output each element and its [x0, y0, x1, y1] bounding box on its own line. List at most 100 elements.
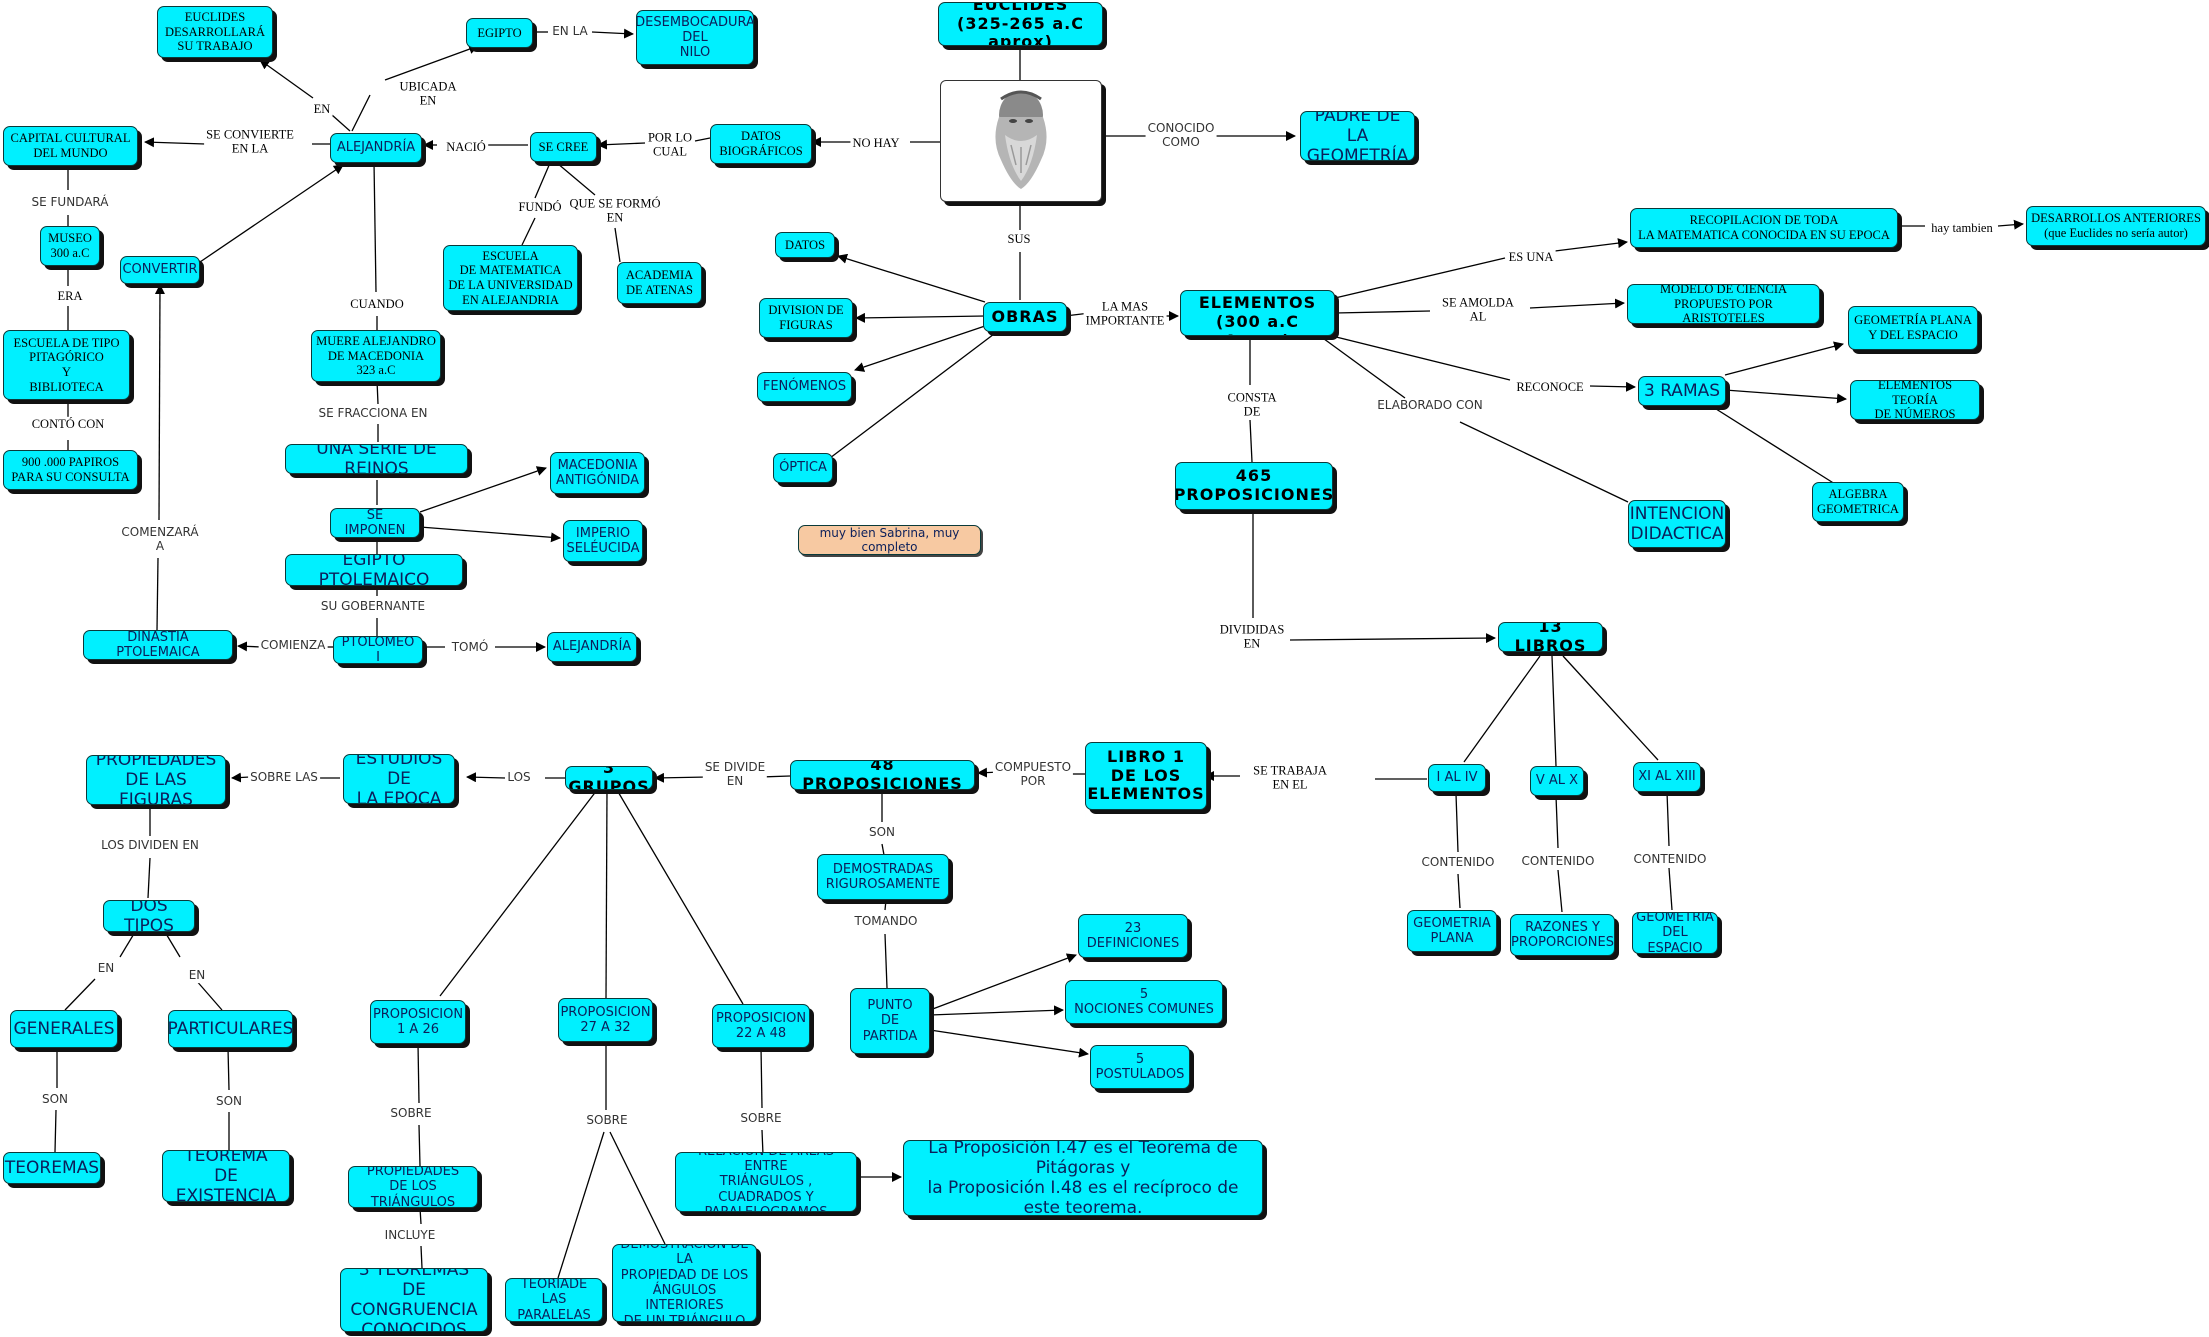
node-propiedades-fig[interactable]: PROPIEDADES DE LAS FIGURAS — [86, 755, 226, 805]
node-fenomenos[interactable]: FENÓMENOS — [757, 372, 852, 402]
link-label: SE DIVIDE EN — [702, 760, 768, 789]
node-prop48[interactable]: 48 PROPOSICIONES — [790, 760, 975, 790]
node-museo[interactable]: MUSEO 300 a.C — [40, 226, 100, 266]
node-optica[interactable]: ÓPTICA — [773, 453, 833, 483]
node-datos[interactable]: DATOS — [775, 232, 835, 258]
node-libro1[interactable]: LIBRO 1 DE LOS ELEMENTOS — [1085, 742, 1207, 810]
node-generales[interactable]: GENERALES — [10, 1010, 118, 1048]
node-macedonia[interactable]: MACEDONIA ANTIGÓNIDA — [550, 452, 645, 494]
node-v-x[interactable]: V AL X — [1530, 766, 1584, 796]
link-label: CONTENIDO — [1631, 852, 1709, 867]
link-label: SE FUNDARÁ — [29, 195, 111, 210]
node-algebra[interactable]: ALGEBRA GEOMETRICA — [1812, 482, 1904, 522]
node-tres-ramas[interactable]: 3 RAMAS — [1638, 376, 1726, 406]
node-academia[interactable]: ACADEMIA DE ATENAS — [617, 262, 702, 304]
link-label: CONTÓ CON — [29, 416, 107, 432]
link-label: TOMANDO — [852, 914, 920, 929]
node-pitagoras[interactable]: La Proposición I.47 es el Teorema de Pit… — [903, 1140, 1263, 1216]
link-label: CUANDO — [348, 296, 406, 312]
node-convertir[interactable]: CONVERTIR — [120, 256, 200, 284]
node-postulados[interactable]: 5 POSTULADOS — [1090, 1045, 1190, 1089]
node-xi-xiii[interactable]: XI AL XIII — [1633, 762, 1701, 792]
node-recopilacion[interactable]: RECOPILACION DE TODA LA MATEMATICA CONOC… — [1630, 208, 1898, 248]
node-dinastia[interactable]: DINASTÍA PTOLEMAICA — [83, 630, 233, 660]
link-label: hay tambien — [1929, 220, 1995, 236]
node-trece-libros[interactable]: 13 LIBROS — [1498, 622, 1603, 652]
node-demostradas[interactable]: DEMOSTRADAS RIGUROSAMENTE — [817, 854, 949, 900]
euclides-portrait — [940, 80, 1102, 202]
link-label: SON — [866, 825, 898, 840]
node-datos-bio[interactable]: DATOS BIOGRÁFICOS — [710, 124, 812, 164]
link-label: EN — [95, 961, 117, 976]
node-teorema-exist[interactable]: TEOREMA DE EXISTENCIA — [162, 1150, 290, 1202]
node-seleucida[interactable]: IMPERIO SELÉUCIDA — [563, 520, 643, 562]
link-label: CONOCIDO COMO — [1145, 121, 1217, 150]
link-label: EN — [311, 101, 333, 117]
link-label: INCLUYE — [382, 1228, 438, 1243]
node-nociones[interactable]: 5 NOCIONES COMUNES — [1065, 980, 1223, 1024]
node-dos-tipos[interactable]: DOS TIPOS — [103, 900, 195, 932]
link-label: SE AMOLDA AL — [1440, 295, 1516, 325]
node-tres-teoremas[interactable]: 3 TEOREMAS DE CONGRUENCIA CONOCIDOS — [340, 1268, 488, 1332]
node-capital[interactable]: CAPITAL CULTURAL DEL MUNDO — [3, 126, 138, 166]
node-muere[interactable]: MUERE ALEJANDRO DE MACEDONIA 323 a.C — [311, 330, 441, 382]
link-label: DIVIDIDAS EN — [1217, 622, 1287, 652]
node-punto-partida[interactable]: PUNTO DE PARTIDA — [850, 988, 930, 1054]
node-elementos-teoria[interactable]: ELEMENTOS TEORÍA DE NÚMEROS — [1850, 380, 1980, 420]
node-prop1-26[interactable]: PROPOSICION 1 A 26 — [370, 1000, 466, 1044]
link-label: LOS — [505, 770, 533, 785]
node-tres-grupos[interactable]: 3 GRUPOS — [565, 766, 653, 790]
link-label: FUNDÓ — [516, 199, 564, 215]
link-label: CONSTA DE — [1225, 390, 1279, 420]
node-geo-espacio[interactable]: GEOMETRIA DEL ESPACIO — [1632, 912, 1718, 954]
node-se-cree[interactable]: SE CREE — [530, 132, 597, 162]
node-geo-plana[interactable]: GEOMETRIA PLANA — [1407, 910, 1497, 952]
link-label: SON — [213, 1094, 245, 1109]
node-teoremas[interactable]: TEOREMAS — [3, 1152, 101, 1184]
node-intencion[interactable]: INTENCION DIDACTICA — [1628, 500, 1726, 548]
node-definiciones[interactable]: 23 DEFINICIONES — [1078, 914, 1188, 958]
node-division[interactable]: DIVISION DE FIGURAS — [759, 298, 853, 338]
link-label: NO HAY — [850, 135, 902, 151]
link-label: CONTENIDO — [1519, 854, 1597, 869]
node-padre[interactable]: PADRE DE LA GEOMETRÍA — [1300, 111, 1415, 161]
node-alejandria[interactable]: ALEJANDRÍA — [330, 133, 422, 163]
node-egipto[interactable]: EGIPTO — [466, 18, 533, 48]
node-estudios[interactable]: ESTUDIOS DE LA EPOCA — [343, 754, 455, 804]
node-se-imponen[interactable]: SE IMPONEN — [330, 508, 420, 538]
node-particulares[interactable]: PARTICULARES — [168, 1010, 293, 1048]
node-ptolomeo[interactable]: PTOLOMEO I — [333, 636, 423, 664]
node-nilo[interactable]: DESEMBOCADURA DEL NILO — [636, 10, 754, 65]
link-label: COMPUESTO POR — [992, 760, 1074, 789]
link-label: CONTENIDO — [1419, 855, 1497, 870]
node-escuela-pit[interactable]: ESCUELA DE TIPO PITAGÓRICO Y BIBLIOTECA — [3, 330, 130, 400]
node-reinos[interactable]: UNA SERIE DE REINOS — [285, 444, 468, 474]
node-prop27-32[interactable]: PROPOSICION 27 A 32 — [558, 998, 653, 1042]
node-desarrollos[interactable]: DESARROLLOS ANTERIORES (que Euclides no … — [2026, 206, 2206, 246]
node-escuela-mat[interactable]: ESCUELA DE MATEMATICA DE LA UNIVERSIDAD … — [443, 245, 578, 311]
node-euclides[interactable]: EUCLIDES (325-265 a.C aprox) — [938, 2, 1103, 46]
node-los-elementos[interactable]: LOS ELEMENTOS (300 a.C Aprox) — [1180, 290, 1335, 336]
node-teoria-paralelas[interactable]: TEORÍADE LAS PARALELAS — [505, 1278, 603, 1322]
link-label: SE FRACCIONA EN — [316, 406, 430, 421]
node-euclides-trab[interactable]: EUCLIDES DESARROLLARÁ SU TRABAJO — [157, 6, 273, 58]
node-relacion[interactable]: RELACIÓN DE ÁREAS ENTRE TRIÁNGULOS , CUA… — [675, 1152, 857, 1212]
node-obras[interactable]: OBRAS — [983, 302, 1067, 332]
node-prop33-48[interactable]: PROPOSICION 22 A 48 — [712, 1004, 810, 1048]
node-demostracion[interactable]: DEMOSTRACIÓN DE LA PROPIEDAD DE LOS ÁNGU… — [612, 1244, 757, 1322]
link-label: SOBRE — [584, 1113, 630, 1128]
node-razones[interactable]: RAZONES Y PROPORCIONES — [1510, 914, 1615, 956]
node-egipto-ptol[interactable]: EGIPTO PTOLEMAICO — [285, 554, 463, 586]
node-nota[interactable]: muy bien Sabrina, muy completo — [798, 525, 981, 555]
node-proposiciones465[interactable]: 465 PROPOSICIONES — [1175, 462, 1333, 510]
node-geo-plana-esp[interactable]: GEOMETRÍA PLANA Y DEL ESPACIO — [1848, 306, 1978, 350]
node-prop-triang[interactable]: PROPIEDADES DE LOS TRIÁNGULOS — [348, 1166, 478, 1208]
link-label: UBICADA EN — [397, 79, 459, 109]
node-i-iv[interactable]: I AL IV — [1428, 764, 1486, 792]
node-papiros[interactable]: 900 .000 PAPIROS PARA SU CONSULTA — [3, 450, 138, 490]
node-alejandria2[interactable]: ALEJANDRÍA — [547, 632, 637, 662]
link-label: TOMÓ — [449, 640, 491, 655]
link-label: LA MAS IMPORTANTE — [1083, 299, 1167, 329]
node-modelo[interactable]: MODELO DE CIENCIA PROPUESTO POR ARISTOTE… — [1627, 284, 1820, 324]
bust-image — [995, 90, 1047, 189]
